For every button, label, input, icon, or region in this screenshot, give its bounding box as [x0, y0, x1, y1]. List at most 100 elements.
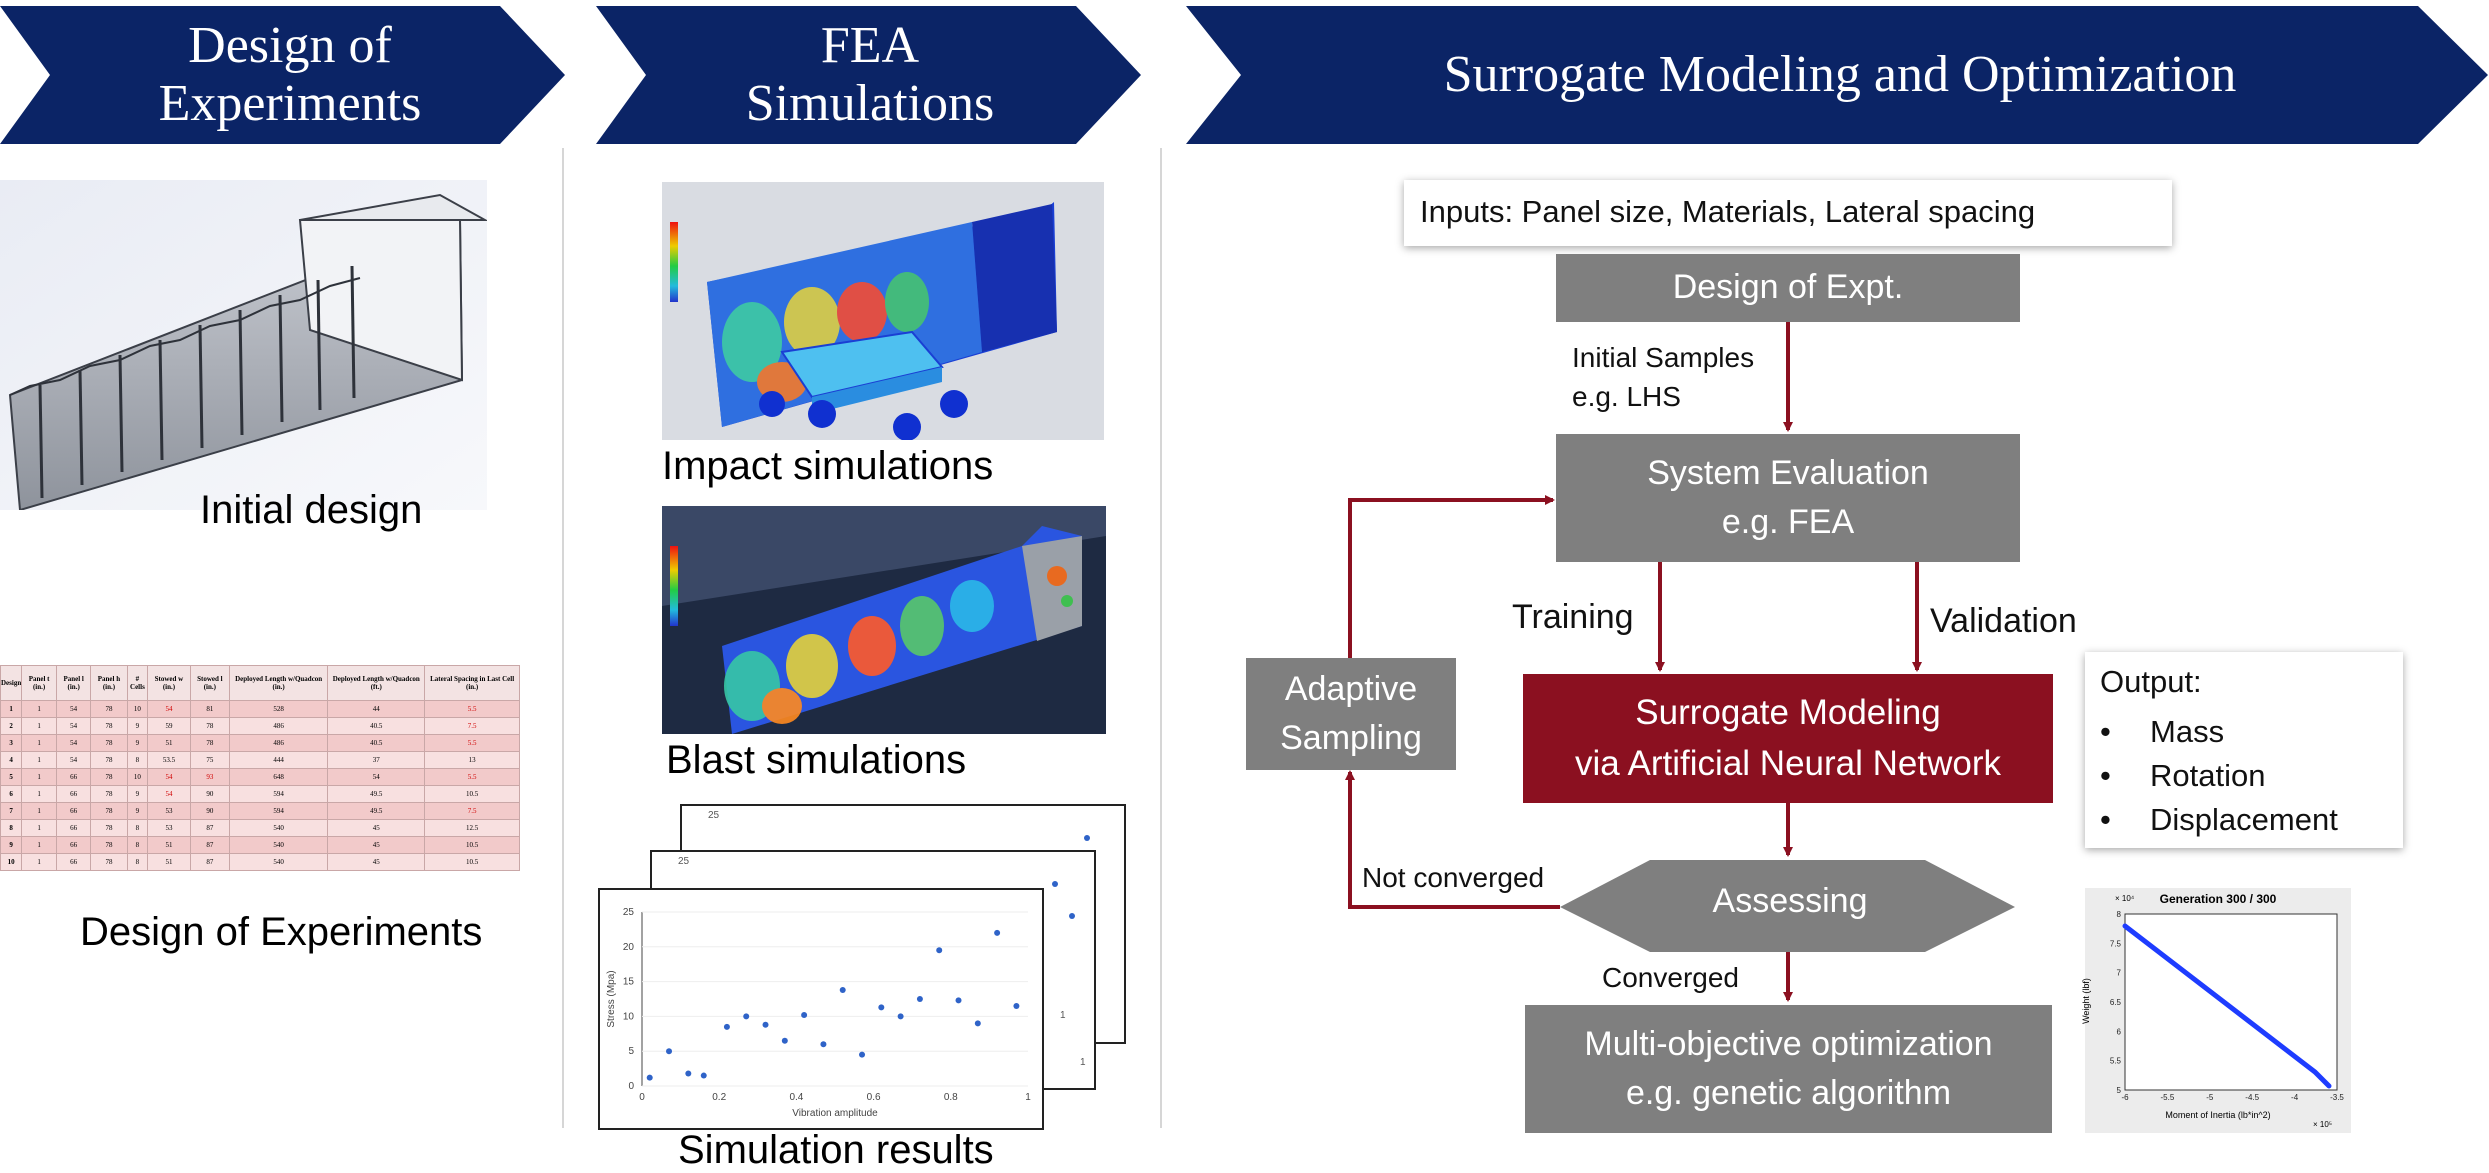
doe-table-cell: 54: [147, 768, 191, 786]
result-plot-middle-tick: 25: [678, 856, 690, 867]
doe-table-cell: 12.5: [424, 819, 520, 837]
doe-table-cell: 45: [327, 853, 426, 871]
output-title: Output:: [2100, 664, 2202, 699]
doe-table-cell: 1: [21, 751, 57, 769]
pareto-y-tick: 7.5: [2110, 939, 2122, 948]
doe-table-cell: 45: [327, 836, 426, 854]
surrogate-modeling-box: Surrogate Modeling via Artificial Neural…: [1523, 674, 2053, 803]
pareto-axes: -6-5.5-5-4.5-4-3.555.566.577.58: [2110, 910, 2345, 1102]
result-plot-back-tick: 25: [708, 810, 720, 821]
inputs-box: Inputs: Panel size, Materials, Lateral s…: [1404, 180, 2172, 246]
doe-table-cell: 78: [90, 836, 128, 854]
plot-x-tick: 1: [1025, 1092, 1031, 1103]
inputs-text: Inputs: Panel size, Materials, Lateral s…: [1420, 194, 2036, 229]
pareto-x-tick: -6: [2121, 1093, 2129, 1102]
arrow-not-converged: [1345, 770, 1560, 909]
plot-y-tick: 10: [623, 1011, 635, 1022]
doe-table-cell: 444: [229, 751, 329, 769]
pareto-y-tick: 6.5: [2110, 998, 2122, 1007]
plot-x-tick: 0.8: [944, 1092, 958, 1103]
plot-point: [859, 1051, 866, 1058]
doe-table-cell: 7.5: [424, 717, 520, 735]
plot-point: [916, 996, 923, 1002]
doe-table-cell: 53: [147, 819, 191, 837]
result-plot-middle-corner: 1: [1080, 1057, 1086, 1068]
pareto-y-tick: 6: [2117, 1027, 2122, 1036]
doe-table-header: Deployed Length w/Quadcon (in.): [229, 665, 329, 701]
converged-label: Converged: [1602, 962, 1739, 993]
plot-y-tick: 15: [623, 977, 635, 988]
doe-table-cell: 1: [21, 768, 57, 786]
doe-table-cell: 1: [21, 802, 57, 820]
chevron-design-of-experiments: [0, 6, 565, 144]
plot-point: [994, 929, 1001, 936]
doe-table-cell: 8: [0, 819, 23, 837]
doe-table-cell: 540: [229, 819, 329, 837]
column-divider-right: [1160, 148, 1162, 1128]
pareto-front-line: [2122, 923, 2332, 1089]
doe-table-cell: 1: [21, 785, 57, 803]
doe-table-cell: 486: [229, 717, 329, 735]
doe-table-cell: 66: [55, 853, 92, 871]
blast-simulation-render: [662, 506, 1106, 734]
doe-table-cell: 87: [189, 853, 231, 871]
output-box: Output: •Mass •Rotation •Displacement: [2085, 652, 2403, 848]
doe-table-cell: 78: [90, 785, 128, 803]
adaptive-sampling-box: Adaptive Sampling: [1246, 658, 1456, 770]
doe-table-header: Panel t (in.): [21, 665, 57, 701]
plot-point: [936, 947, 943, 954]
results-caption: Simulation results: [678, 1128, 994, 1172]
pareto-xlabel: Moment of Inertia (lb*in^2): [2165, 1110, 2271, 1120]
plot-point: [762, 1021, 769, 1028]
output-item: •Mass: [2100, 714, 2225, 749]
pareto-x-exponent: × 10⁵: [2313, 1120, 2333, 1129]
chevron-label-doe: Design of Experiments: [158, 16, 422, 132]
doe-box: Design of Expt.: [1556, 254, 2020, 322]
doe-table-cell: 66: [55, 836, 92, 854]
plot-point: [666, 1048, 673, 1055]
pareto-x-tick: -4: [2291, 1093, 2299, 1102]
chevron-label-fea: FEA Simulations: [745, 16, 995, 132]
pareto-y-tick: 8: [2117, 910, 2122, 919]
plot-point: [839, 986, 846, 993]
doe-table-cell: 2: [0, 717, 23, 735]
arrow-adaptive-to-eval: [1348, 495, 1555, 658]
doe-table-cell: 66: [55, 802, 92, 820]
doe-table-cell: 44: [327, 700, 426, 718]
doe-table-cell: 53: [147, 802, 191, 820]
plot-y-tick: 0: [628, 1081, 634, 1092]
plot-point: [685, 1070, 692, 1077]
doe-table-cell: 40.5: [327, 734, 426, 752]
plot-y-tick: 20: [623, 942, 635, 953]
doe-table-cell: 9: [0, 836, 23, 854]
doe-table-cell: 54: [55, 700, 92, 718]
doe-table-cell: 54: [55, 751, 92, 769]
doe-table-cell: 10.5: [424, 785, 520, 803]
doe-table-cell: 51: [147, 853, 191, 871]
column-divider-left: [562, 148, 564, 1128]
initial-design-render: [0, 180, 487, 510]
doe-table-cell: 81: [189, 700, 231, 718]
output-item: •Displacement: [2100, 802, 2338, 837]
plot-point: [700, 1072, 707, 1079]
plot-point: [820, 1041, 827, 1048]
blast-caption: Blast simulations: [666, 738, 967, 782]
doe-table-cell: 1: [21, 836, 57, 854]
doe-table-header: Stowed l (in.): [189, 665, 231, 701]
result-plot-front-corner: 1: [1060, 1010, 1066, 1021]
plot-ylabel: Stress (Mpa): [606, 970, 617, 1027]
doe-table-cell: 486: [229, 734, 329, 752]
training-label: Training: [1512, 598, 1634, 636]
doe-table-cell: 10.5: [424, 853, 520, 871]
doe-table-cell: 9: [126, 785, 149, 803]
doe-table-cell: 540: [229, 853, 329, 871]
moo-box: Multi-objective optimization e.g. geneti…: [1525, 1005, 2052, 1133]
doe-table-cell: 78: [90, 768, 128, 786]
